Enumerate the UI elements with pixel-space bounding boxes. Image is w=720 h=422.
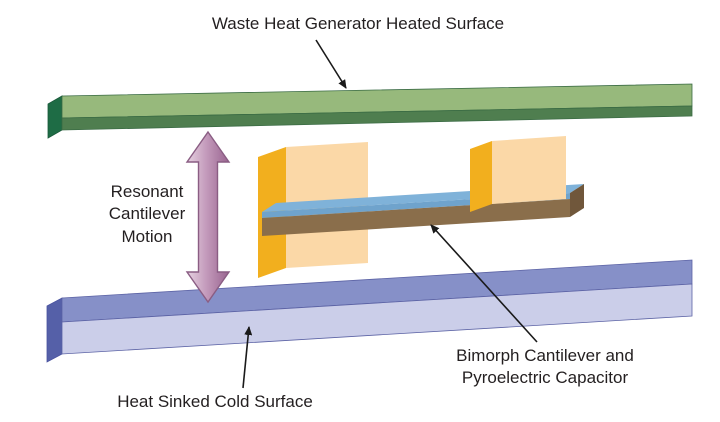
resonant-motion-arrow [185,130,231,304]
cold-surface-slab [46,259,693,363]
cantilever-end-face [570,184,584,217]
bimorph-capacitor-label: Bimorph Cantilever and Pyroelectric Capa… [456,346,634,388]
bimorph-pointer-arrow [430,224,538,343]
right-anchor-side-face [470,141,492,212]
heated-surface-slab [47,83,693,139]
cold-surface-pointer-arrow [242,326,253,389]
cold-surface-front-face [61,283,693,355]
heated-surface-front-face [61,105,693,131]
cantilever-body-front [262,199,570,236]
cold-surface-label: Heat Sinked Cold Surface [117,392,313,411]
cold-surface-end-face [46,297,63,363]
heated-surface-label: Waste Heat Generator Heated Surface [211,14,505,33]
right-anchor-front-face [492,136,566,204]
heated-surface-end-face [47,95,63,139]
right-anchor-block [470,136,566,212]
resonant-motion-label: Resonant Cantilever Motion [108,182,186,246]
heated-surface-pointer-arrow [315,39,347,89]
